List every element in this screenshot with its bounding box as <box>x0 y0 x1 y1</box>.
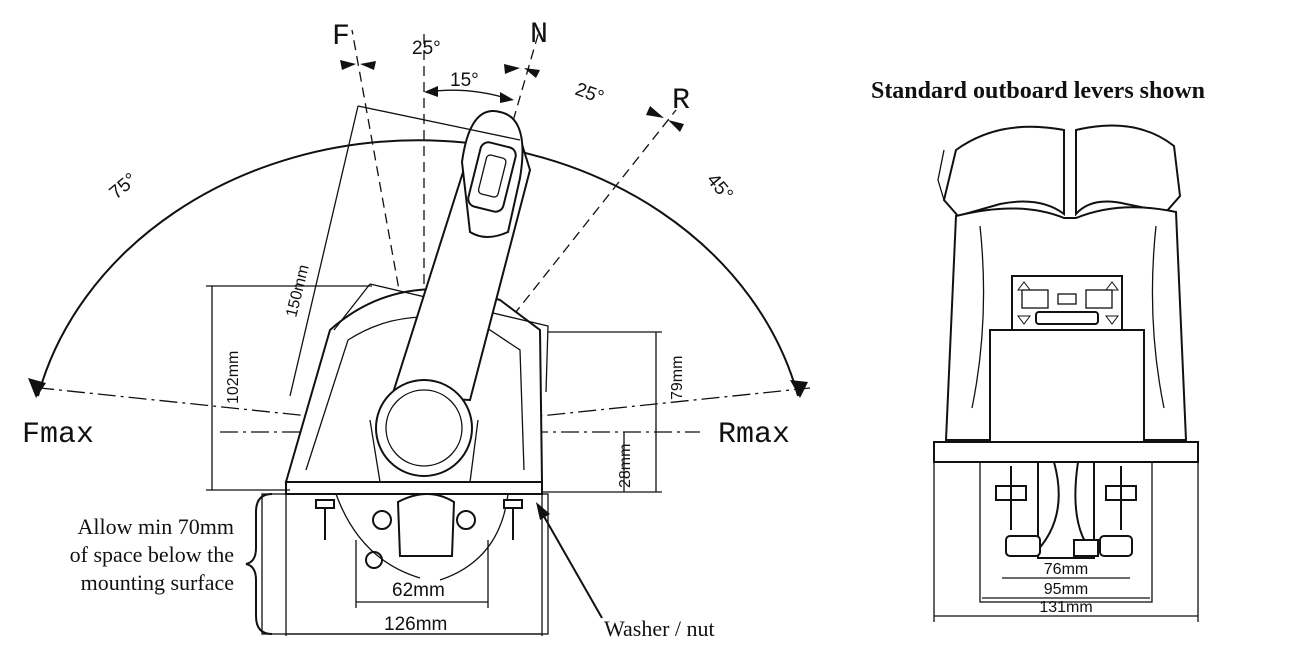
right-lever-handle <box>1075 124 1182 217</box>
left-lever-side <box>937 149 945 201</box>
cable-screw-right <box>456 510 476 530</box>
front-mount-plate <box>933 441 1199 463</box>
neutral-inner-arc <box>425 89 513 101</box>
panel-down-arrow-left <box>1017 315 1031 325</box>
mount-screw <box>365 551 383 569</box>
angle-neutral-inner: 15° <box>450 70 479 91</box>
label-rmax: Rmax <box>718 418 790 452</box>
page-title: Standard outboard levers shown <box>871 78 1205 104</box>
angle-r-to-rmax: 45° <box>702 170 737 206</box>
arc-arrow-r-left <box>646 106 664 118</box>
front-dim-95: 95mm <box>1044 581 1088 598</box>
travel-arc <box>37 139 799 397</box>
inner-arc-arrow-right <box>500 92 514 103</box>
bolt-left <box>315 499 335 509</box>
dim-62: 62mm <box>392 580 445 601</box>
front-body-inner-left <box>971 225 985 409</box>
front-clip-left <box>1005 535 1041 557</box>
cable-screw-left <box>372 510 392 530</box>
note-clearance-3: mounting surface <box>81 570 234 595</box>
label-neutral: N <box>530 18 548 52</box>
dim-150-line <box>289 105 359 397</box>
panel-bottom-switch <box>1035 311 1099 325</box>
label-forward: F <box>332 20 350 54</box>
arc-arrow-n-left <box>504 64 520 74</box>
pivot-hub-outer <box>375 379 473 477</box>
label-reverse: R <box>672 84 690 118</box>
angle-f-to-n: 25° <box>412 38 441 59</box>
note-washer: Washer / nut <box>604 616 715 641</box>
washer-leader <box>537 505 603 619</box>
panel-grid-right <box>1085 289 1113 309</box>
note-clearance-2: of space below the <box>70 542 234 567</box>
dim-79: 79mm <box>669 356 686 400</box>
front-neck <box>989 329 1145 443</box>
panel-up-arrow-right <box>1105 281 1119 291</box>
label-fmax: Fmax <box>22 418 94 452</box>
front-clip-right <box>1099 535 1133 557</box>
washer-leader-arrow <box>536 502 550 520</box>
mounting-plate <box>285 481 543 495</box>
panel-center-button <box>1057 293 1077 305</box>
dim-102: 102mm <box>225 351 242 404</box>
angle-f-to-fmax: 75° <box>106 169 142 204</box>
front-dim-131: 131mm <box>1039 599 1092 616</box>
dim-28: 28mm <box>617 444 634 488</box>
arc-arrow-f-left <box>340 60 356 70</box>
dim-150-ext <box>357 105 521 141</box>
dim-126: 126mm <box>384 614 447 635</box>
side-view: F N R Fmax Rmax 25° 15° 25° 75° 45° 150m… <box>22 18 811 641</box>
arc-arrow-r-right <box>668 120 684 132</box>
front-clip-center <box>1073 539 1099 557</box>
housing-groove-left <box>369 419 381 483</box>
left-lever-handle <box>942 125 1065 218</box>
panel-down-arrow-right <box>1105 315 1119 325</box>
dim-150: 150mm <box>283 263 312 319</box>
panel-up-arrow-left <box>1017 281 1031 291</box>
trim-switch-inner <box>477 154 507 198</box>
note-clearance-1: Allow min 70mm <box>78 514 234 539</box>
cable-left <box>335 493 421 579</box>
bolt-right <box>503 499 523 509</box>
clearance-box <box>261 493 549 635</box>
arc-arrow-fmax <box>28 378 46 398</box>
front-dim-76: 76mm <box>1044 561 1088 578</box>
angle-n-to-r: 25° <box>572 79 606 109</box>
front-body-inner-right <box>1151 225 1165 409</box>
clearance-brace <box>245 493 273 635</box>
front-view: Standard outboard levers shown <box>871 78 1205 622</box>
arc-arrow-f-right <box>360 61 376 70</box>
panel-grid-left <box>1021 289 1049 309</box>
cable-housing <box>396 493 456 557</box>
inner-arc-arrow-left <box>424 86 438 97</box>
pivot-hub-inner <box>385 389 463 467</box>
housing-groove-right <box>469 419 479 483</box>
trim-switch <box>467 141 517 213</box>
